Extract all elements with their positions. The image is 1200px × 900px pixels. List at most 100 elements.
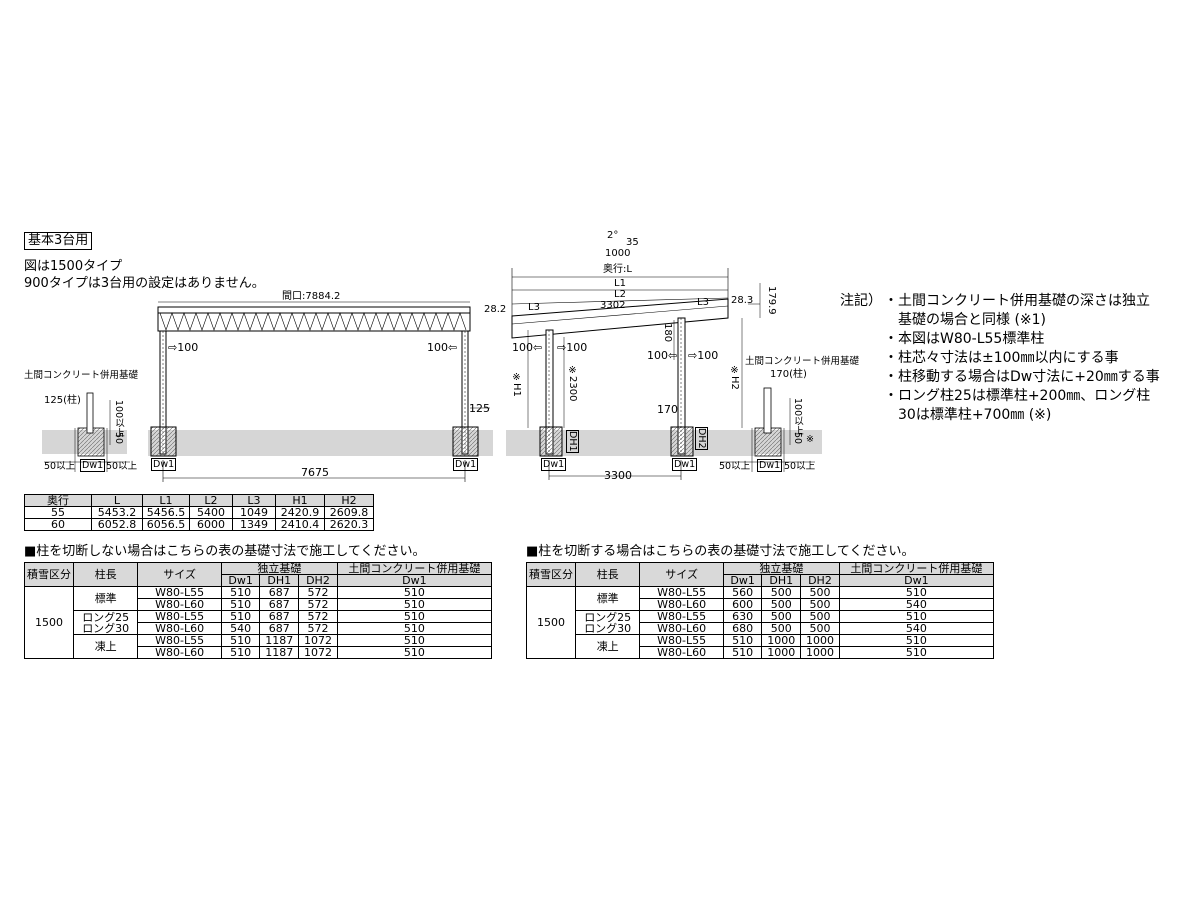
spec-header-cell: L3 <box>232 494 276 507</box>
spec-header-cell: L <box>91 494 143 507</box>
dh1-cell: 687 <box>259 610 300 623</box>
notes-label: 注記） <box>840 293 882 309</box>
side-dw1-right: Dw1 <box>672 458 698 471</box>
post-cell: 標準 <box>574 586 641 611</box>
dw1-cell: 510 <box>220 646 261 659</box>
header-dirt: 土間コンクリート併用基礎 <box>336 562 493 575</box>
front-dim-125: 125 <box>469 402 490 415</box>
dh1-cell: 500 <box>761 586 802 599</box>
side-offset-a: 100⇦ <box>512 341 543 354</box>
header-dh2: DH2 <box>298 574 338 587</box>
dirt-dw1-cell: 510 <box>838 646 995 659</box>
cut-caption: ■柱を切断する場合はこちらの表の基礎寸法で施工してください。 <box>526 544 915 559</box>
spec-table: 奥行 L L1 L2 L3 H1 H2 55 5453.2 5456.5 540… <box>24 494 374 531</box>
side-l1: L1 <box>614 278 626 289</box>
dh2-cell: 500 <box>800 586 840 599</box>
side-offset-d: ⇨100 <box>688 349 719 362</box>
side-detail-star: ※ <box>806 434 814 445</box>
size-cell: W80-L55 <box>639 586 724 599</box>
side-detail-right-min: 50以上 <box>784 461 816 472</box>
dh2-cell: 572 <box>298 622 338 635</box>
dirt-dw1-cell: 510 <box>336 586 493 599</box>
spec-header-cell: H1 <box>275 494 325 507</box>
dw1-cell: 630 <box>722 610 763 623</box>
spec-cell: 1049 <box>232 506 276 519</box>
dirt-dw1-cell: 540 <box>838 622 995 635</box>
side-detail-dw1: Dw1 <box>757 459 783 472</box>
spec-header-cell: 奥行 <box>24 494 92 507</box>
side-detail <box>720 387 822 472</box>
spec-cell: 2410.4 <box>275 518 325 531</box>
size-cell: W80-L55 <box>137 634 222 647</box>
dh2-cell: 500 <box>800 622 840 635</box>
side-detail-title: 土間コンクリート併用基礎 <box>745 356 860 367</box>
dirt-dw1-cell: 510 <box>336 646 493 659</box>
dirt-dw1-cell: 510 <box>336 598 493 611</box>
side-l3-right: L3 <box>697 297 709 308</box>
dw1-cell: 600 <box>722 598 763 611</box>
spec-header-cell: H2 <box>324 494 374 507</box>
spec-cell: 5400 <box>189 506 233 519</box>
snow-cell: 1500 <box>526 586 576 659</box>
side-detail-post: 170(柱) <box>770 369 807 380</box>
spec-header-row: 奥行 L L1 L2 L3 H1 H2 <box>24 494 374 507</box>
spec-header-cell: L2 <box>189 494 233 507</box>
dirt-dw1-cell: 510 <box>336 610 493 623</box>
side-h2300: ※2300 <box>567 365 578 402</box>
front-offset-left: ⇨100 <box>168 341 199 354</box>
uncut-caption: ■柱を切断しない場合はこちらの表の基礎寸法で施工してください。 <box>24 544 426 559</box>
dw1-cell: 560 <box>722 586 763 599</box>
notes-line-6: ・ロング柱25は標準柱+200㎜、ロング柱 <box>884 388 1151 404</box>
spec-cell: 5453.2 <box>91 506 143 519</box>
front-dw1-left: Dw1 <box>151 458 177 471</box>
spec-cell: 60 <box>24 518 92 531</box>
side-foundation-right <box>670 426 694 457</box>
header-size: サイズ <box>137 562 222 587</box>
spec-cell: 6000 <box>189 518 233 531</box>
size-cell: W80-L60 <box>639 646 724 659</box>
side-offset-b: ⇨100 <box>557 341 588 354</box>
dh2-cell: 1000 <box>800 634 840 647</box>
header-size: サイズ <box>639 562 724 587</box>
table-row: 55 5453.2 5456.5 5400 1049 2420.9 2609.8 <box>24 506 374 519</box>
header-dh1: DH1 <box>259 574 300 587</box>
size-cell: W80-L60 <box>137 598 222 611</box>
dw1-cell: 540 <box>220 622 261 635</box>
side-depth: 奥行:L <box>603 264 632 275</box>
spec-cell: 55 <box>24 506 92 519</box>
type-note: 図は1500タイプ <box>24 259 123 274</box>
spec-cell: 1349 <box>232 518 276 531</box>
front-detail <box>42 392 130 472</box>
header-dw1b: Dw1 <box>336 574 493 587</box>
header-dw1: Dw1 <box>220 574 261 587</box>
side-dw1-left: Dw1 <box>541 458 567 471</box>
front-span: 7675 <box>301 466 329 479</box>
spec-cell: 5456.5 <box>142 506 190 519</box>
front-detail-right-min: 50以上 <box>106 461 138 472</box>
dh1-cell: 687 <box>259 598 300 611</box>
cut-header-row-2: Dw1 DH1 DH2 Dw1 <box>527 574 995 587</box>
dh1-cell: 1187 <box>259 646 300 659</box>
dw1-cell: 510 <box>220 586 261 599</box>
side-dh2: DH2 <box>695 427 708 450</box>
post-cell: 凍上 <box>72 634 139 659</box>
header-snow: 積雪区分 <box>24 562 74 587</box>
dh1-cell: 687 <box>259 586 300 599</box>
dw1-cell: 510 <box>722 634 763 647</box>
spec-cell: 2620.3 <box>324 518 374 531</box>
dw1-cell: 510 <box>220 634 261 647</box>
uncut-header-row-1: 積雪区分 柱長 サイズ 独立基礎 土間コンクリート併用基礎 <box>24 562 493 587</box>
side-h2: ※H2 <box>729 365 740 390</box>
size-cell: W80-L60 <box>639 622 724 635</box>
side-h1: ※H1 <box>511 372 522 397</box>
post-cell: ロング25 ロング30 <box>574 610 641 635</box>
